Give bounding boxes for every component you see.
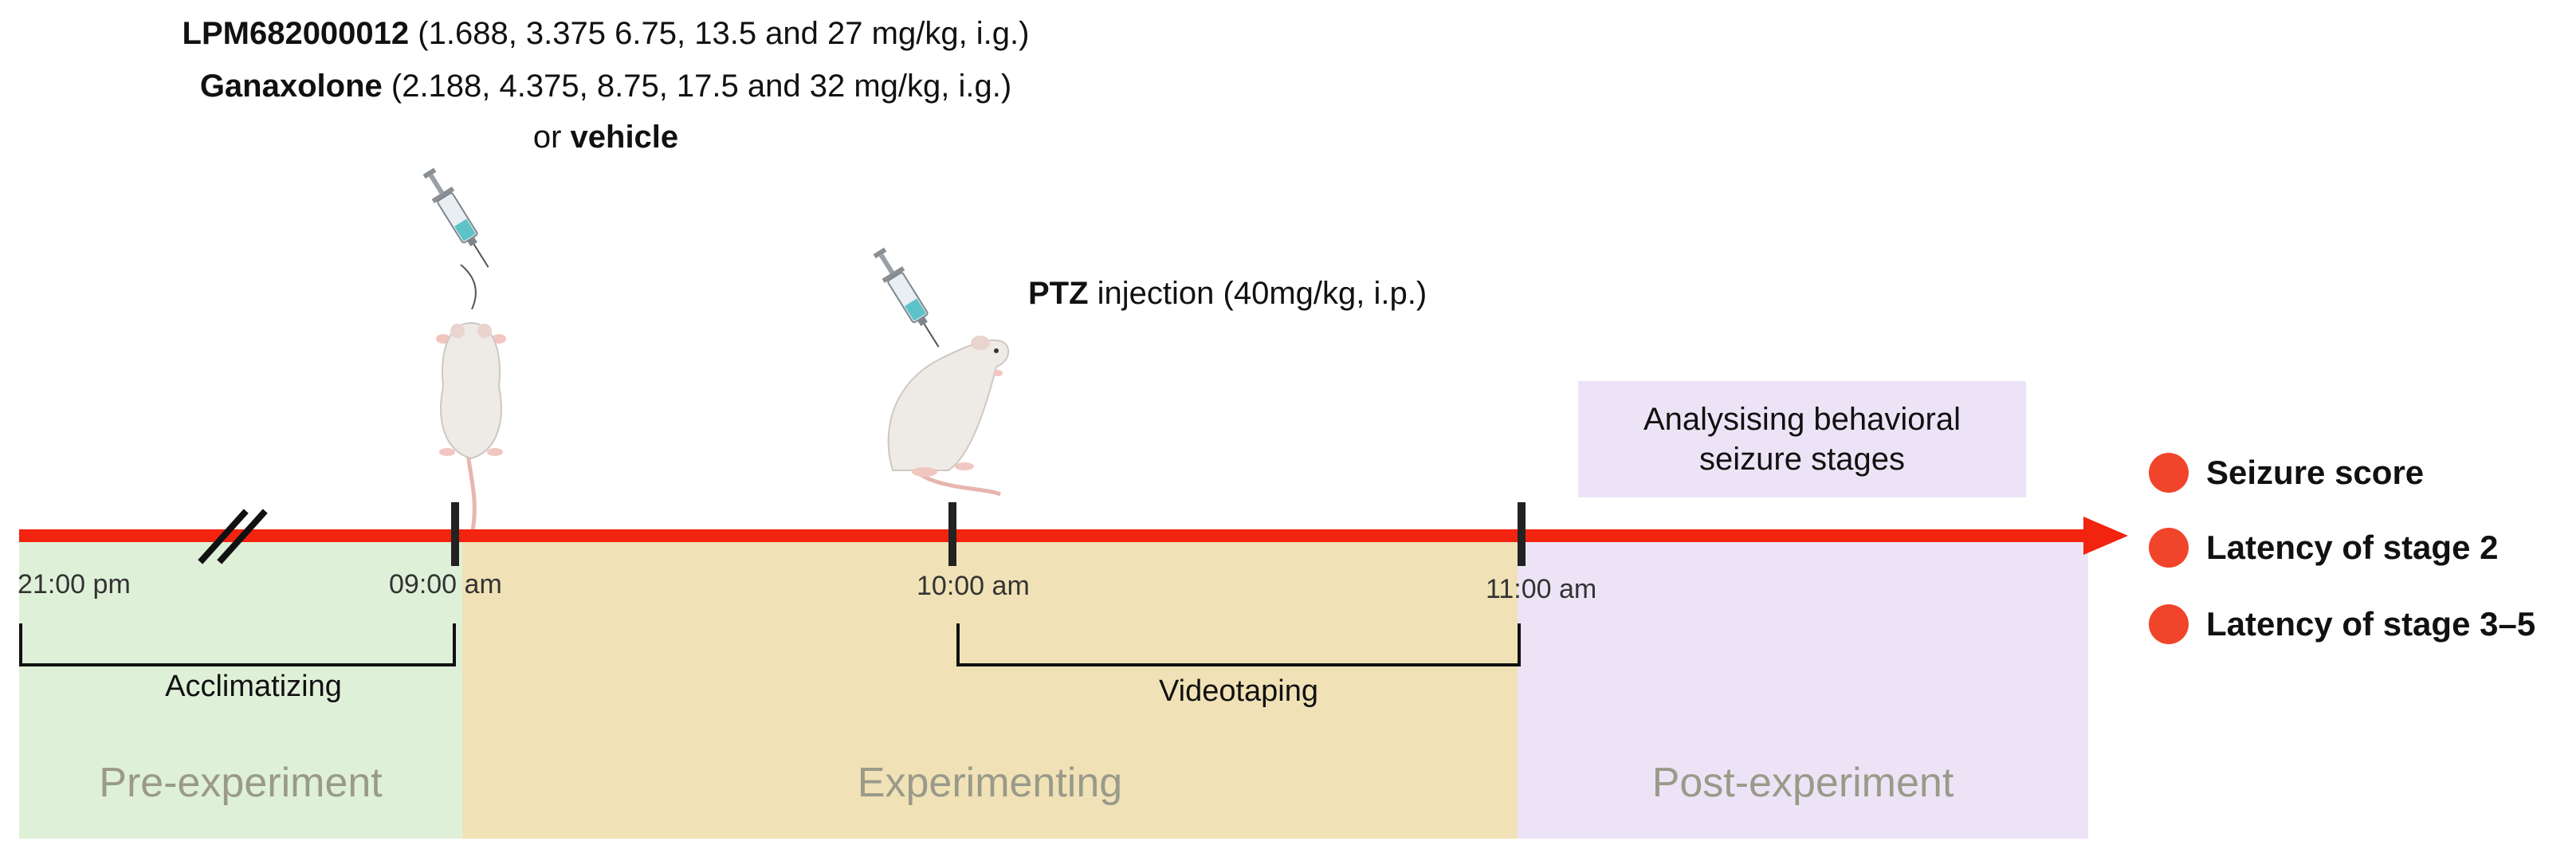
tick-1100 xyxy=(1518,502,1526,566)
outcome-dot xyxy=(2149,604,2189,644)
outcome-seizure-score: Seizure score xyxy=(2149,453,2424,493)
time-label-1100: 11:00 am xyxy=(1486,574,1597,604)
analysis-line-1: Analysising behavioral xyxy=(1643,402,1961,437)
phase-label-exp: Experimenting xyxy=(857,760,1123,806)
mouse-icon xyxy=(887,336,1010,497)
acclimatizing-label: Acclimatizing xyxy=(165,670,342,703)
outcome-label: Latency of stage 3–5 xyxy=(2206,605,2536,643)
syringe-icon xyxy=(422,167,489,268)
phase-experimenting xyxy=(462,541,1518,839)
analysis-box: Analysising behavioral seizure stages xyxy=(1578,381,2026,497)
injection-line xyxy=(460,264,477,310)
phase-label-pre: Pre-experiment xyxy=(99,760,383,806)
ptz-label: PTZ xyxy=(1028,276,1089,311)
timeline-arrowhead xyxy=(2083,517,2128,555)
mouse-icon xyxy=(436,321,506,539)
videotaping-label: Videotaping xyxy=(1158,674,1319,708)
videotaping-bracket xyxy=(956,623,1521,666)
compound-ganaxolone-label: Ganaxolone xyxy=(199,69,383,104)
dosing-line-2: Ganaxolone (2.188, 4.375, 8.75, 17.5 and… xyxy=(128,69,1084,104)
vehicle-label: vehicle xyxy=(570,120,679,155)
dosing-line-3: or vehicle xyxy=(128,120,1084,155)
acclimatizing-bracket xyxy=(19,623,456,666)
ptz-dose: injection (40mg/kg, i.p.) xyxy=(1088,276,1427,311)
outcome-label: Seizure score xyxy=(2206,454,2425,491)
vehicle-prefix: or xyxy=(532,120,571,155)
tick-1000 xyxy=(948,502,956,566)
time-label-0900: 09:00 am xyxy=(389,569,502,600)
phase-post-experiment xyxy=(1518,541,2088,839)
tick-0900 xyxy=(451,502,459,566)
outcome-latency-stage-2: Latency of stage 2 xyxy=(2149,528,2498,568)
phase-pre-experiment xyxy=(19,541,462,839)
time-label-1000: 10:00 am xyxy=(917,571,1030,601)
compound-lpm-label: LPM682000012 xyxy=(182,16,410,51)
dosing-line-1: LPM682000012 (1.688, 3.375 6.75, 13.5 an… xyxy=(128,16,1084,52)
time-label-2100: 21:00 pm xyxy=(18,569,131,600)
ptz-injection-label: PTZ injection (40mg/kg, i.p.) xyxy=(1028,276,1427,312)
phase-label-post: Post-experiment xyxy=(1651,760,1954,806)
outcome-dot xyxy=(2149,453,2189,493)
timeline-axis xyxy=(19,529,2091,542)
outcome-latency-stage-3-5: Latency of stage 3–5 xyxy=(2149,604,2535,644)
outcome-dot xyxy=(2149,528,2189,568)
compound-ganaxolone-doses: (2.188, 4.375, 8.75, 17.5 and 32 mg/kg, … xyxy=(382,69,1012,104)
outcome-label: Latency of stage 2 xyxy=(2206,529,2499,566)
syringe-icon xyxy=(873,247,940,348)
compound-lpm-doses: (1.688, 3.375 6.75, 13.5 and 27 mg/kg, i… xyxy=(409,16,1030,51)
analysis-line-2: seizure stages xyxy=(1699,442,1905,477)
